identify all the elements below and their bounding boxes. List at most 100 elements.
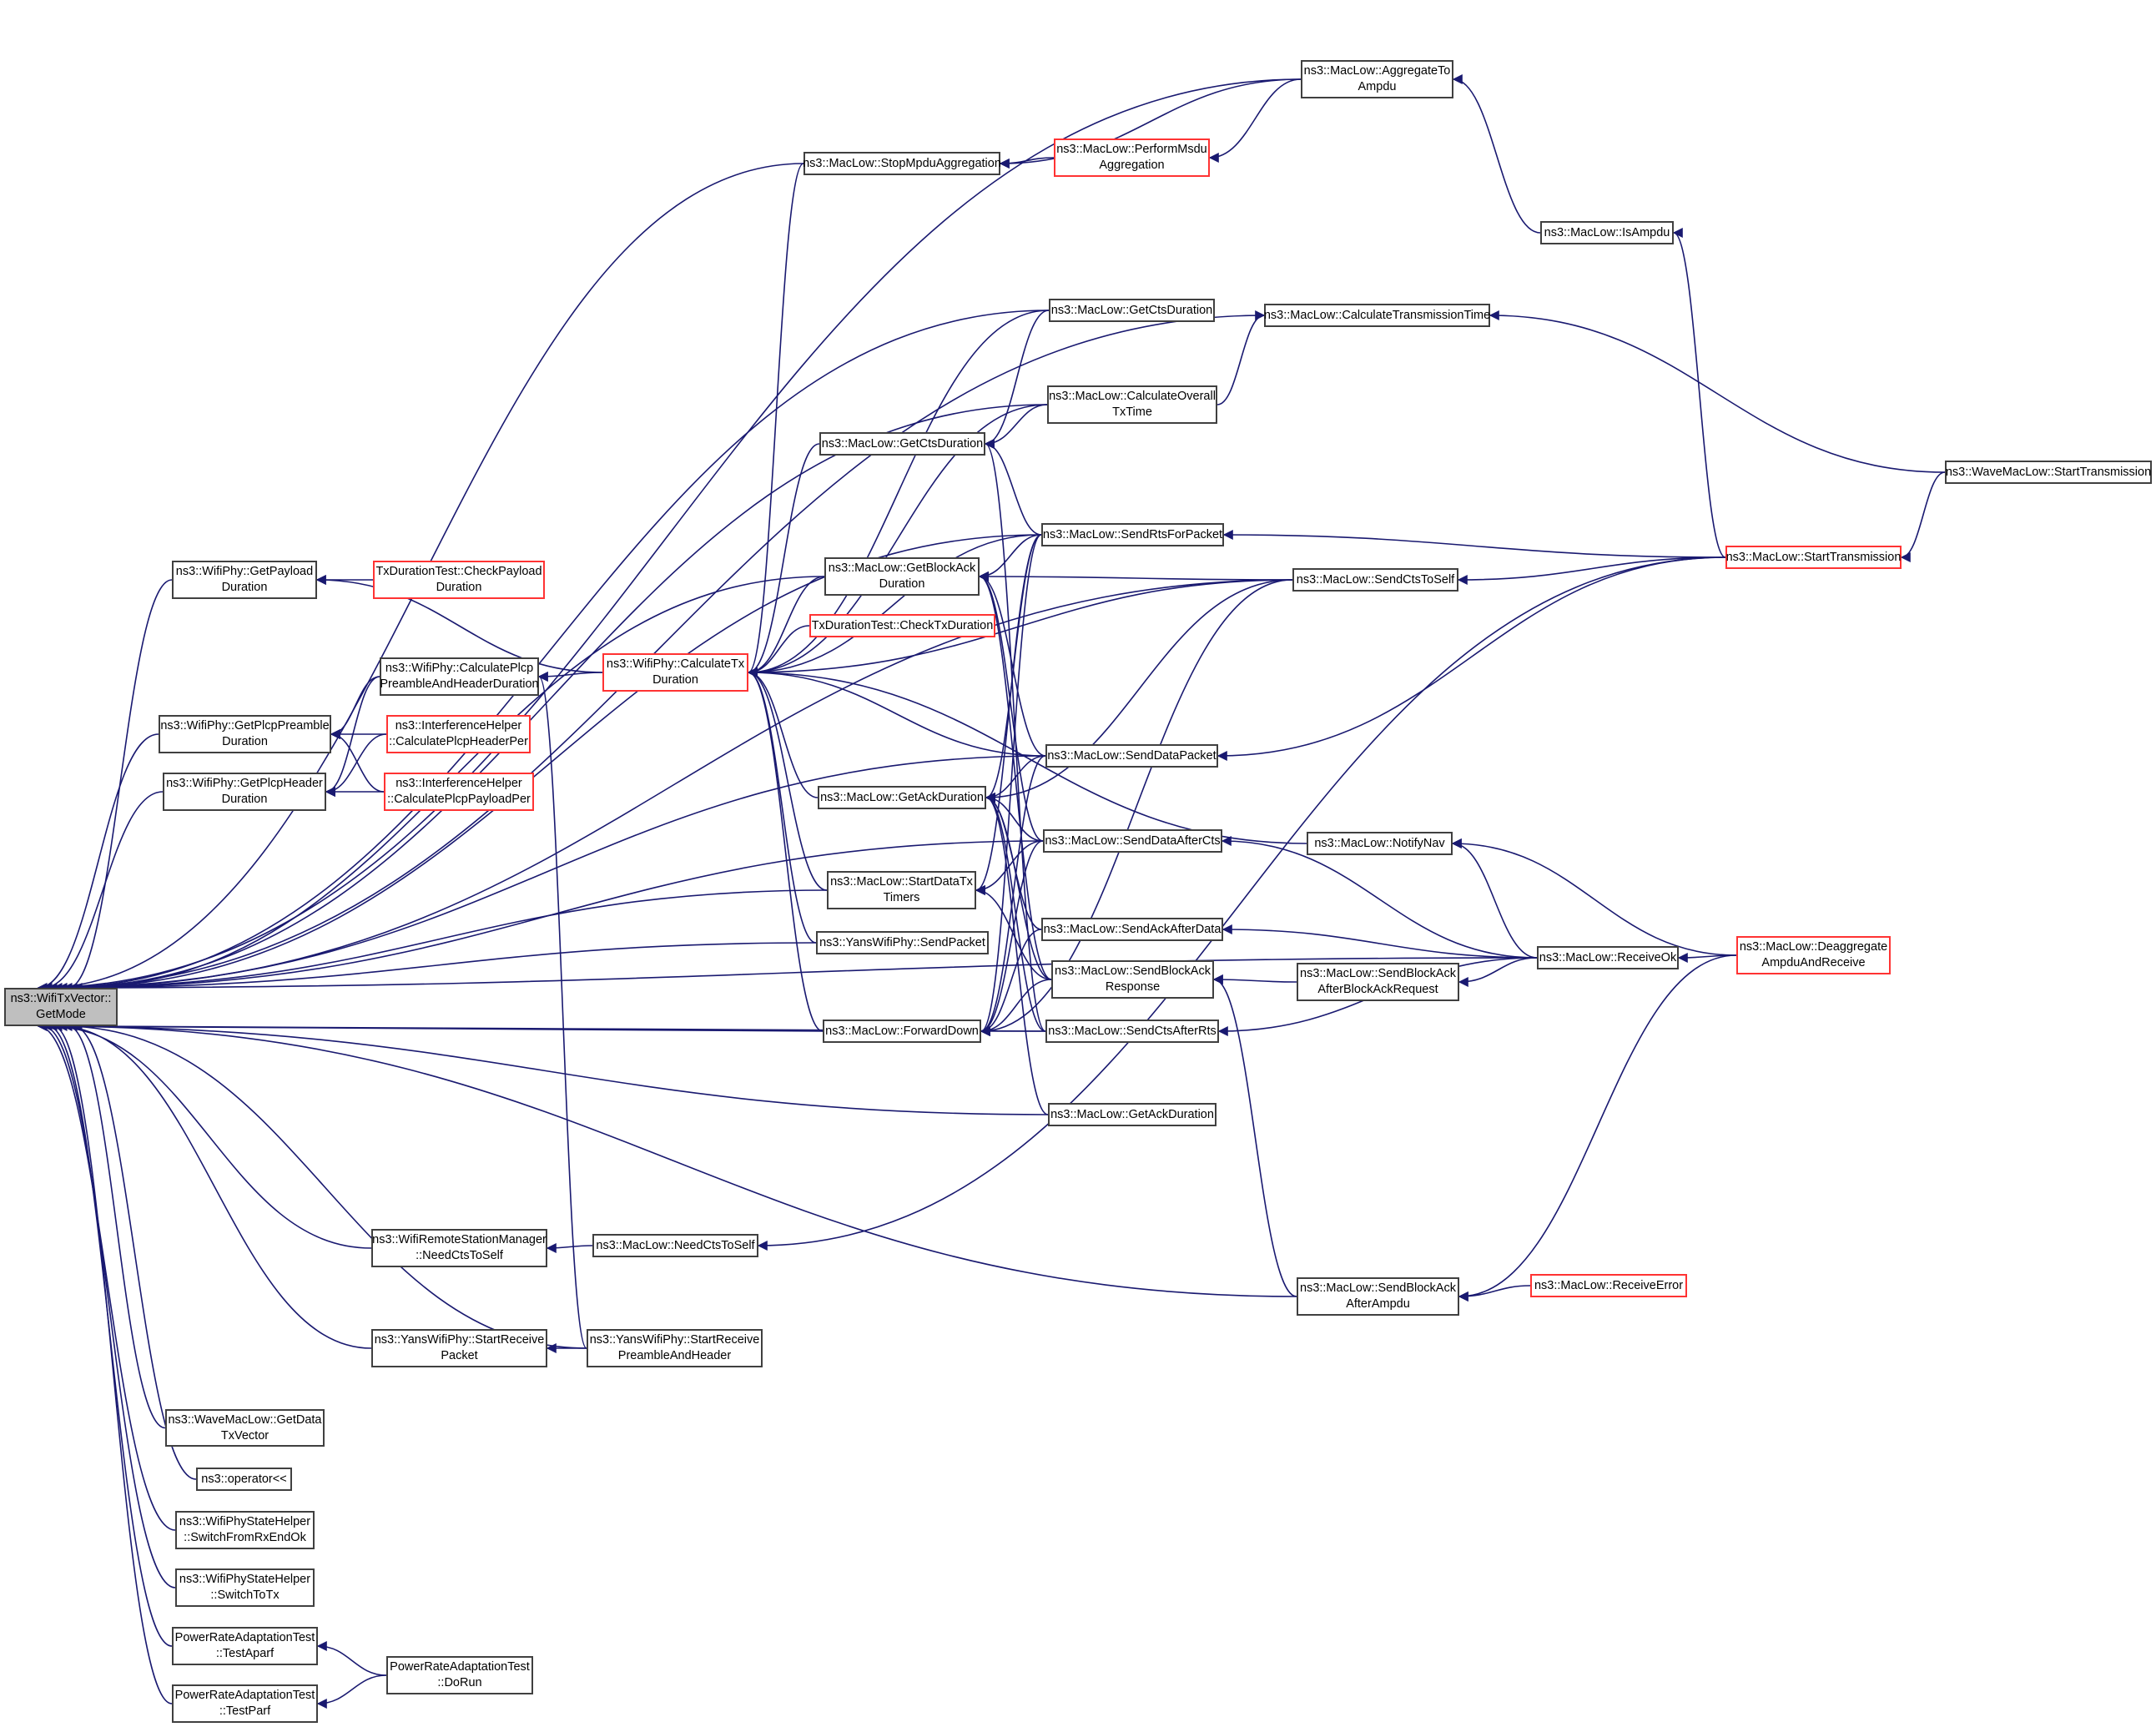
edge-starttrans-to-senddatapacket [1217, 556, 1726, 761]
node-get-payload-duration[interactable]: ns3::WifiPhy::GetPayload Duration [172, 561, 317, 599]
edge-sendrts-to-getcts [984, 439, 1042, 536]
node-receive-error[interactable]: ns3::MacLow::ReceiveError [1530, 1274, 1687, 1297]
edge-sendctstoself-to-getmode [57, 579, 1293, 993]
edge-receiveerror-to-sendbaafterampdu [1458, 1285, 1531, 1302]
node-test-parf[interactable]: PowerRateAdaptationTest ::TestParf [172, 1684, 318, 1723]
edge-senddatapacket-to-getack [985, 755, 1046, 803]
node-wave-start-transmission[interactable]: ns3::WaveMacLow::StartTransmission [1945, 461, 2152, 484]
node-manager-need-cts-to-self[interactable]: ns3::WifiRemoteStationManager ::NeedCtsT… [371, 1229, 547, 1267]
edge-testparf-to-getmode [52, 1021, 173, 1704]
edge-aggregate-to-getmode [37, 78, 1302, 993]
node-send-block-ack-after-ampdu[interactable]: ns3::MacLow::SendBlockAck AfterAmpdu [1297, 1277, 1459, 1316]
node-perform-msdu-aggregation[interactable]: ns3::MacLow::PerformMsdu Aggregation [1054, 138, 1210, 177]
edge-notifynav-to-calctx [747, 667, 1307, 844]
node-send-ack-after-data[interactable]: ns3::MacLow::SendAckAfterData [1041, 918, 1223, 941]
edge-deaggregate-to-notifynav [1451, 838, 1737, 956]
node-send-block-ack-response[interactable]: ns3::MacLow::SendBlockAck Response [1051, 960, 1214, 999]
edge-sendrts-to-startdatatx [975, 534, 1042, 895]
edge-senddataaftercts-to-startdatatx [975, 840, 1044, 895]
node-getmode: ns3::WifiTxVector:: GetMode [4, 988, 118, 1026]
edge-senddataaftercts-to-getmode [62, 840, 1044, 993]
edge-isampdu-to-aggregate [1452, 74, 1541, 234]
node-get-cts-duration[interactable]: ns3::MacLow::GetCtsDuration [819, 432, 985, 456]
edge-getdatatxvector-to-getmode [67, 1021, 166, 1429]
edge-yanssend-to-calctx [747, 667, 817, 944]
edge-calcoverall-to-calctranstime [1217, 310, 1266, 405]
edge-senddatapacket-to-forwarddown [980, 755, 1046, 1036]
node-do-run[interactable]: PowerRateAdaptationTest ::DoRun [386, 1656, 533, 1694]
edge-sendackafterdata-to-forwarddown [980, 929, 1042, 1036]
edge-sendrts-to-getmode [62, 534, 1042, 993]
edge-sendblockackresp-to-startdatatx [975, 885, 1052, 980]
edge-sendblockackresp-to-forwarddown [980, 979, 1052, 1036]
edge-sendctstoself-to-getack [985, 579, 1293, 803]
node-get-ack-duration[interactable]: ns3::MacLow::GetAckDuration [818, 786, 986, 809]
edge-calcoverall-to-calctx [747, 404, 1048, 677]
edge-starttrans-to-needcts [757, 556, 1726, 1251]
node-start-receive-preamble-header[interactable]: ns3::YansWifiPhy::StartReceive PreambleA… [587, 1329, 763, 1367]
node-operator-stream[interactable]: ns3::operator<< [196, 1468, 292, 1491]
edge-receiveok-to-sendackafterdata [1222, 924, 1538, 959]
node-calculate-plcp-payload-per[interactable]: ns3::InterferenceHelper ::CalculatePlcpP… [384, 773, 534, 811]
edge-deaggregate-to-sendbaafterampdu [1458, 954, 1737, 1302]
edge-receiveok-to-getmode [42, 957, 1538, 993]
edge-sendctstoself-to-calctx [747, 579, 1293, 677]
edge-receiveok-to-senddataaftercts [1221, 836, 1538, 959]
node-check-payload-duration[interactable]: TxDurationTest::CheckPayload Duration [373, 561, 545, 599]
node-calculate-tx-duration[interactable]: ns3::WifiPhy::CalculateTx Duration [602, 653, 748, 692]
edge-senddataaftercts-to-getblockack [978, 571, 1044, 842]
edge-getcts_top-to-calctx [747, 310, 1050, 677]
node-forward-down[interactable]: ns3::MacLow::ForwardDown [823, 1020, 981, 1043]
edge-sendbaafterbar-to-sendblockackresp [1212, 974, 1297, 985]
node-yans-send-packet[interactable]: ns3::YansWifiPhy::SendPacket [816, 931, 989, 954]
edge-payloadper-to-getpreamble [330, 729, 385, 793]
node-calculate-overall-tx-time[interactable]: ns3::MacLow::CalculateOverall TxTime [1047, 385, 1217, 424]
node-calculate-transmission-time[interactable]: ns3::MacLow::CalculateTransmissionTime [1264, 304, 1490, 327]
node-send-rts-for-packet[interactable]: ns3::MacLow::SendRtsForPacket [1041, 523, 1224, 546]
edge-calctranstime-to-getmode [47, 315, 1265, 993]
node-get-block-ack-duration[interactable]: ns3::MacLow::GetBlockAck Duration [824, 557, 980, 596]
node-start-transmission[interactable]: ns3::MacLow::StartTransmission [1725, 546, 1902, 569]
edge-needcts-to-mgrneedcts [546, 1242, 593, 1253]
node-notify-nav[interactable]: ns3::MacLow::NotifyNav [1307, 832, 1453, 855]
edge-calctx-to-calcplcp [537, 671, 603, 682]
node-send-data-packet[interactable]: ns3::MacLow::SendDataPacket [1045, 744, 1218, 768]
node-get-ack-duration-bottom[interactable]: ns3::MacLow::GetAckDuration [1048, 1103, 1217, 1126]
node-send-data-after-cts[interactable]: ns3::MacLow::SendDataAfterCts [1043, 829, 1222, 853]
edge-sendrts-to-calctx [747, 534, 1042, 677]
edge-startdatatx-to-calctx [747, 667, 828, 891]
node-test-aparf[interactable]: PowerRateAdaptationTest ::TestAparf [172, 1627, 318, 1665]
node-start-receive-packet[interactable]: ns3::YansWifiPhy::StartReceive Packet [371, 1329, 547, 1367]
node-is-ampdu[interactable]: ns3::MacLow::IsAmpdu [1540, 221, 1674, 244]
edge-sendctstoself-to-forwarddown [980, 579, 1293, 1036]
node-send-cts-after-rts[interactable]: ns3::MacLow::SendCtsAfterRts [1045, 1020, 1219, 1043]
node-deaggregate-ampdu-and-receive[interactable]: ns3::MacLow::Deaggregate AmpduAndReceive [1736, 936, 1891, 974]
edge-receiveok-to-sendbaafterbar [1458, 957, 1538, 987]
node-start-data-tx-timers[interactable]: ns3::MacLow::StartDataTx Timers [827, 871, 976, 909]
node-get-data-tx-vector[interactable]: ns3::WaveMacLow::GetData TxVector [165, 1409, 325, 1447]
edge-stopmpdu-to-calctx [747, 163, 804, 677]
edge-calctx-to-getpayload [315, 575, 603, 673]
node-send-cts-to-self[interactable]: ns3::MacLow::SendCtsToSelf [1292, 568, 1458, 592]
node-need-cts-to-self[interactable]: ns3::MacLow::NeedCtsToSelf [592, 1234, 758, 1257]
node-switch-from-rx-end-ok[interactable]: ns3::WifiPhyStateHelper ::SwitchFromRxEn… [175, 1511, 315, 1549]
node-check-tx-duration[interactable]: TxDurationTest::CheckTxDuration [809, 614, 995, 637]
node-get-cts-duration-top[interactable]: ns3::MacLow::GetCtsDuration [1049, 299, 1215, 322]
edge-yanssend-to-getmode [57, 942, 817, 993]
edge-senddataaftercts-to-forwarddown [980, 840, 1044, 1036]
node-aggregate-to-ampdu[interactable]: ns3::MacLow::AggregateTo Ampdu [1301, 60, 1453, 98]
edge-getheader-to-getmode [42, 791, 164, 993]
node-calculate-plcp-preamble-header[interactable]: ns3::WifiPhy::CalculatePlcp PreambleAndH… [380, 657, 539, 696]
edge-senddatapacket-to-calctx [747, 667, 1046, 757]
node-receive-ok[interactable]: ns3::MacLow::ReceiveOk [1537, 946, 1679, 969]
node-stop-mpdu-aggregation[interactable]: ns3::MacLow::StopMpduAggregation [803, 152, 1001, 175]
edge-startdatatx-to-getmode [52, 889, 828, 993]
node-get-plcp-preamble-duration[interactable]: ns3::WifiPhy::GetPlcpPreamble Duration [159, 715, 331, 753]
edge-dorun-to-testaparf [316, 1641, 387, 1676]
node-switch-to-tx[interactable]: ns3::WifiPhyStateHelper ::SwitchToTx [175, 1568, 315, 1607]
node-calculate-plcp-header-per[interactable]: ns3::InterferenceHelper ::CalculatePlcpH… [386, 715, 531, 753]
node-send-block-ack-after-bar[interactable]: ns3::MacLow::SendBlockAck AfterBlockAckR… [1297, 963, 1459, 1001]
node-get-plcp-header-duration[interactable]: ns3::WifiPhy::GetPlcpHeader Duration [163, 773, 326, 811]
